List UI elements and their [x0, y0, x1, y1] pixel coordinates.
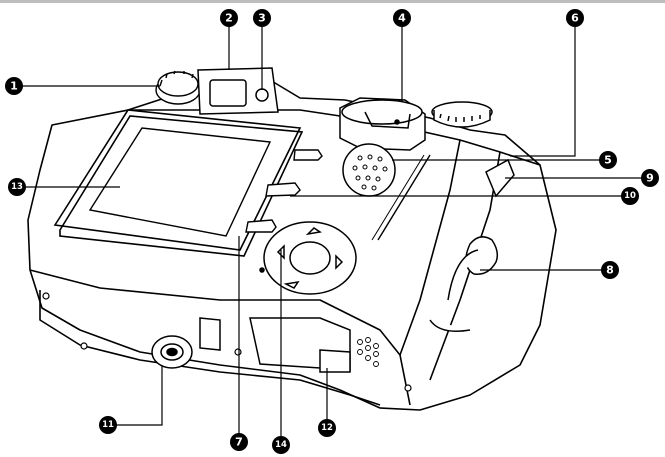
- callout-14: 14: [272, 436, 290, 454]
- callout-10-label: 10: [624, 191, 636, 201]
- callout-3: 3: [253, 9, 271, 27]
- viewfinder: [197, 67, 279, 115]
- callout-2-label: 2: [225, 12, 233, 25]
- tripod-socket: [151, 335, 193, 369]
- shutter-button: [339, 97, 426, 151]
- leader-lines: [20, 26, 650, 436]
- callout-10: 10: [621, 187, 639, 205]
- callout-5-label: 5: [604, 154, 612, 167]
- callout-2: 2: [220, 9, 238, 27]
- callout-13: 13: [8, 178, 26, 196]
- right-dial: [431, 101, 493, 128]
- callout-11-label: 11: [102, 420, 114, 430]
- strap-lug: [429, 158, 515, 332]
- callout-7: 7: [230, 433, 248, 451]
- callout-1: 1: [5, 77, 23, 95]
- top-band: [0, 0, 665, 3]
- callout-11: 11: [99, 416, 117, 434]
- callout-6-label: 6: [571, 12, 579, 25]
- callout-5: 5: [599, 151, 617, 169]
- side-buttons: [245, 149, 323, 233]
- callout-14-label: 14: [275, 440, 287, 450]
- battery-cover: [199, 317, 379, 373]
- callout-9: 9: [641, 169, 659, 187]
- callout-13-label: 13: [11, 182, 23, 192]
- screws: [42, 292, 412, 392]
- callout-1-label: 1: [10, 80, 18, 93]
- callout-9-label: 9: [646, 172, 654, 185]
- navigation-pad: [259, 221, 357, 295]
- callout-7-label: 7: [235, 436, 243, 449]
- callout-6: 6: [566, 9, 584, 27]
- callout-12: 12: [318, 419, 336, 437]
- lcd-monitor: [53, 109, 304, 257]
- mode-dial: [155, 70, 201, 105]
- callout-12-label: 12: [321, 423, 333, 433]
- callout-8-label: 8: [606, 264, 614, 277]
- speaker-grille: [342, 143, 396, 197]
- callout-4-label: 4: [398, 12, 406, 25]
- callout-4: 4: [393, 9, 411, 27]
- callout-3-label: 3: [258, 12, 266, 25]
- callout-8: 8: [601, 261, 619, 279]
